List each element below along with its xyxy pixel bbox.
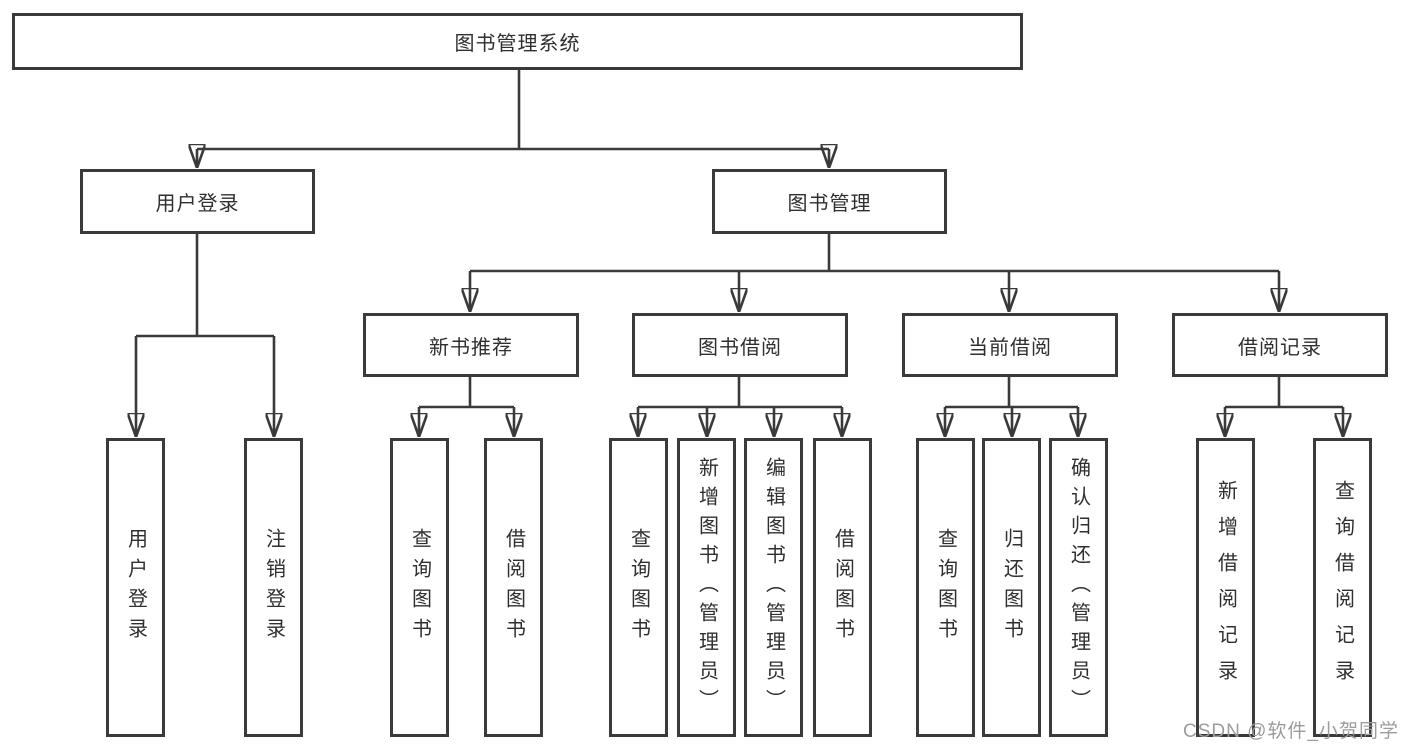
- leaf-add-borrow-record-label: 新增借阅记录: [1214, 479, 1237, 696]
- leaf-logout-label: 注销登录: [262, 527, 285, 648]
- leaf-query-books-current: 查询图书: [916, 438, 975, 737]
- leaf-query-books-borrow-label: 查询图书: [627, 527, 650, 648]
- node-user-login-label: 用户登录: [155, 193, 240, 215]
- node-user-login: 用户登录: [80, 169, 315, 234]
- leaf-query-books-recommend-label: 查询图书: [408, 527, 431, 648]
- leaf-return-books-label: 归还图书: [1000, 527, 1023, 648]
- leaf-query-books-borrow: 查询图书: [609, 438, 668, 737]
- leaf-confirm-return-admin-label: 确认归还（管理员）: [1067, 457, 1090, 718]
- leaf-return-books: 归还图书: [982, 438, 1041, 737]
- node-new-book-recommendation: 新书推荐: [363, 313, 579, 377]
- csdn-watermark: CSDN @软件_小贺同学: [1183, 721, 1399, 742]
- leaf-user-login-label: 用户登录: [124, 527, 147, 648]
- node-book-management-label: 图书管理: [787, 193, 872, 215]
- node-borrowing-records-label: 借阅记录: [1238, 336, 1322, 359]
- node-book-management: 图书管理: [712, 169, 947, 234]
- node-system-root-label: 图书管理系统: [454, 33, 581, 55]
- node-current-borrowing: 当前借阅: [902, 313, 1118, 377]
- leaf-query-books-recommend: 查询图书: [390, 438, 449, 737]
- leaf-edit-books-admin: 编辑图书（管理员）: [744, 438, 803, 737]
- node-current-borrowing-label: 当前借阅: [968, 336, 1052, 359]
- node-borrowing-records: 借阅记录: [1172, 313, 1388, 377]
- leaf-borrow-books-label: 借阅图书: [831, 527, 854, 648]
- leaf-borrow-books: 借阅图书: [813, 438, 872, 737]
- leaf-add-books-admin-label: 新增图书（管理员）: [695, 457, 718, 718]
- leaf-add-borrow-record: 新增借阅记录: [1196, 438, 1255, 737]
- node-book-borrowing-label: 图书借阅: [698, 336, 782, 359]
- leaf-user-login: 用户登录: [106, 438, 165, 737]
- leaf-add-books-admin: 新增图书（管理员）: [677, 438, 736, 737]
- node-new-book-recommendation-label: 新书推荐: [429, 336, 513, 359]
- leaf-borrow-books-recommend: 借阅图书: [484, 438, 543, 737]
- node-book-borrowing: 图书借阅: [632, 313, 848, 377]
- leaf-query-borrow-record-label: 查询借阅记录: [1331, 479, 1354, 696]
- leaf-edit-books-admin-label: 编辑图书（管理员）: [762, 457, 785, 718]
- leaf-confirm-return-admin: 确认归还（管理员）: [1049, 438, 1108, 737]
- leaf-query-borrow-record: 查询借阅记录: [1313, 438, 1372, 737]
- leaf-logout: 注销登录: [244, 438, 303, 737]
- leaf-query-books-current-label: 查询图书: [934, 527, 957, 648]
- leaf-borrow-books-recommend-label: 借阅图书: [502, 527, 525, 648]
- node-system-root: 图书管理系统: [12, 13, 1023, 70]
